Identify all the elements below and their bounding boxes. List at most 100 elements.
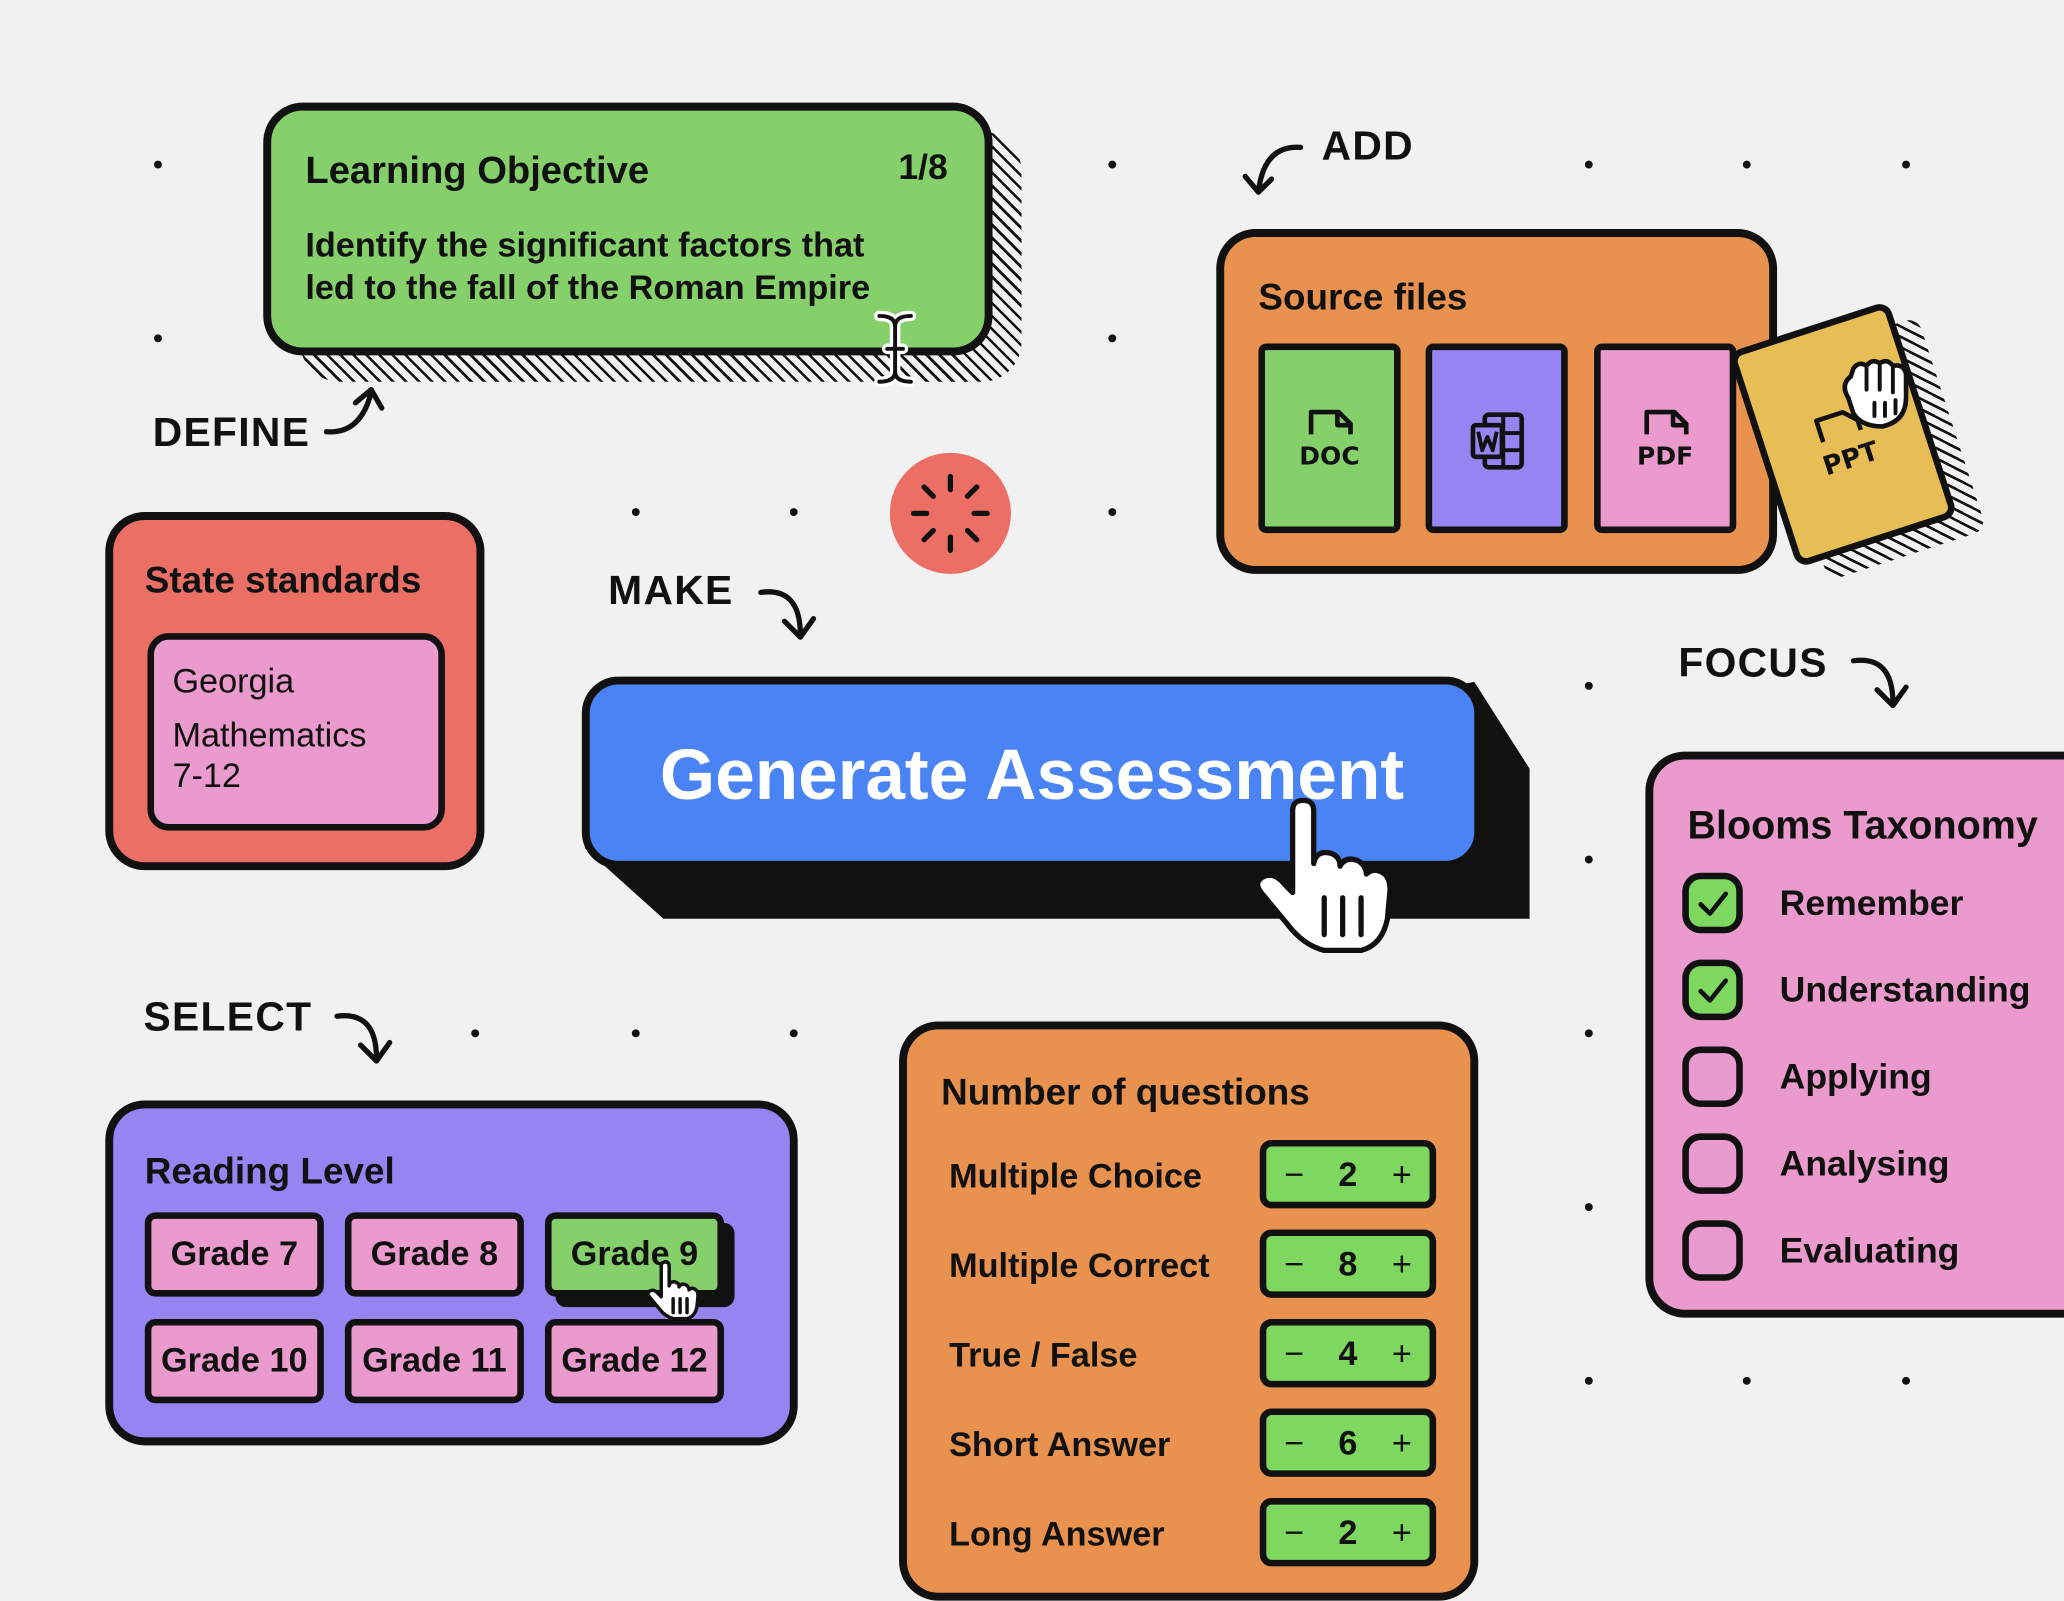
standard-selector[interactable]: Georgia Mathematics 7-12 <box>147 633 445 831</box>
text-cursor-icon <box>874 310 917 388</box>
blooms-item[interactable]: Analysing <box>1653 1133 2064 1217</box>
reading-level-title: Reading Level <box>144 1150 395 1192</box>
minus-button[interactable]: − <box>1283 1332 1304 1373</box>
quantity-stepper: − 4 + <box>1259 1318 1437 1388</box>
blooms-item[interactable]: Applying <box>1653 1046 2064 1130</box>
pdf-file[interactable]: PDF <box>1594 343 1737 534</box>
word-file[interactable] <box>1425 343 1568 534</box>
grid-dot <box>789 1029 798 1038</box>
grade-option[interactable]: Grade 12 <box>544 1318 724 1404</box>
blooms-item-label: Evaluating <box>1779 1230 1960 1271</box>
grade-option[interactable]: Grade 8 <box>344 1212 524 1297</box>
loading-spinner <box>889 452 1011 574</box>
step-label-add: ADD <box>1321 122 1414 169</box>
blooms-item-label: Remember <box>1779 883 1964 923</box>
standard-line: Mathematics <box>172 714 367 755</box>
grid-dot <box>1742 160 1751 169</box>
grid-dot <box>1584 1376 1593 1385</box>
pointer-hand-icon <box>1255 797 1393 954</box>
grid-dot <box>1108 334 1117 343</box>
questions-title: Number of questions <box>941 1071 1310 1113</box>
generate-assessment-button[interactable]: Generate Assessment <box>581 676 1483 869</box>
grade-option[interactable]: Grade 11 <box>344 1318 524 1404</box>
learning-objective-card: Learning Objective 1/8 Identify the sign… <box>263 102 993 356</box>
plus-button[interactable]: + <box>1391 1332 1412 1373</box>
grid-dot <box>154 160 162 169</box>
question-type-label: Long Answer <box>949 1513 1165 1554</box>
question-type-label: Multiple Correct <box>949 1245 1210 1285</box>
step-label-define: DEFINE <box>152 409 311 456</box>
stepper-value[interactable]: 6 <box>1338 1422 1358 1462</box>
checkmark-icon <box>1698 978 1729 1003</box>
checkbox[interactable] <box>1682 1220 1743 1281</box>
standard-line: Georgia <box>172 660 295 701</box>
grid-dot <box>1108 160 1117 169</box>
grid-dot <box>631 1029 640 1038</box>
plus-button[interactable]: + <box>1391 1243 1412 1283</box>
generate-button-label: Generate Assessment <box>659 735 1405 815</box>
grid-dot <box>789 508 798 517</box>
grade-option[interactable]: Grade 7 <box>144 1212 324 1297</box>
checkbox[interactable] <box>1682 959 1743 1021</box>
source-files-title: Source files <box>1258 276 1468 318</box>
grid-dot <box>471 1029 480 1038</box>
plus-button[interactable]: + <box>1391 1153 1412 1194</box>
grid-dot <box>631 508 640 517</box>
minus-button[interactable]: − <box>1283 1153 1304 1194</box>
grid-dot <box>1584 681 1593 690</box>
minus-button[interactable]: − <box>1283 1243 1304 1283</box>
word-icon <box>1470 412 1524 470</box>
stepper-value[interactable]: 2 <box>1338 1511 1358 1552</box>
objective-title: Learning Objective <box>305 150 650 193</box>
plus-button[interactable]: + <box>1391 1511 1412 1552</box>
ppt-file[interactable]: PPT <box>1727 300 1958 569</box>
file-type-label: PDF <box>1637 442 1694 472</box>
checkbox[interactable] <box>1682 1046 1743 1108</box>
grid-dot <box>1902 160 1910 169</box>
standard-line: 7-12 <box>172 755 241 796</box>
step-label-make: MAKE <box>608 567 734 614</box>
checkbox[interactable] <box>1682 872 1743 934</box>
blooms-item-label: Applying <box>1779 1057 1932 1097</box>
grid-dot <box>1742 1376 1751 1385</box>
file-icon <box>1308 409 1353 435</box>
blooms-item[interactable]: Remember <box>1653 872 2064 957</box>
checkmark-icon <box>1698 891 1729 916</box>
objective-text-line[interactable]: Identify the significant factors that <box>305 225 865 265</box>
grade-option[interactable]: Grade 10 <box>144 1318 324 1404</box>
grid-dot <box>154 334 162 343</box>
grid-dot <box>1584 1029 1593 1038</box>
question-type-label: Multiple Choice <box>949 1155 1202 1196</box>
checkbox[interactable] <box>1682 1133 1743 1194</box>
question-type-label: Short Answer <box>949 1424 1171 1464</box>
arrow-up-right-icon <box>323 387 385 435</box>
blooms-title: Blooms Taxonomy <box>1687 804 2038 848</box>
plus-button[interactable]: + <box>1391 1422 1412 1462</box>
blooms-item-label: Analysing <box>1779 1143 1950 1184</box>
blooms-item[interactable]: Understanding <box>1653 959 2064 1044</box>
grid-dot <box>1108 508 1117 517</box>
grade-option-selected[interactable]: Grade 9 <box>544 1212 724 1297</box>
step-label-focus: FOCUS <box>1678 639 1828 686</box>
minus-button[interactable]: − <box>1283 1511 1304 1552</box>
blooms-taxonomy-card: Blooms Taxonomy Remember Understanding A… <box>1645 751 2064 1318</box>
minus-button[interactable]: − <box>1283 1422 1304 1462</box>
blooms-item[interactable]: Evaluating <box>1653 1220 2064 1304</box>
grab-hand-icon <box>1842 358 1909 429</box>
question-type-label: True / False <box>949 1334 1138 1375</box>
file-type-label: DOC <box>1299 442 1360 472</box>
file-icon <box>1814 410 1863 443</box>
objective-text-line[interactable]: led to the fall of the Roman Empire <box>305 267 871 307</box>
spinner-icon <box>910 473 990 553</box>
grid-dot <box>1584 160 1593 169</box>
arrow-down-right-icon <box>334 1013 393 1064</box>
stepper-value[interactable]: 4 <box>1338 1332 1358 1373</box>
stepper-value[interactable]: 2 <box>1338 1153 1358 1194</box>
doc-file[interactable]: DOC <box>1258 343 1401 534</box>
stepper-value[interactable]: 8 <box>1338 1243 1358 1283</box>
quantity-stepper: − 2 + <box>1259 1497 1437 1567</box>
objective-counter: 1/8 <box>898 147 948 187</box>
grid-dot <box>1902 1376 1910 1385</box>
arrow-down-right-icon <box>1850 657 1909 709</box>
quantity-stepper: − 6 + <box>1259 1408 1437 1477</box>
